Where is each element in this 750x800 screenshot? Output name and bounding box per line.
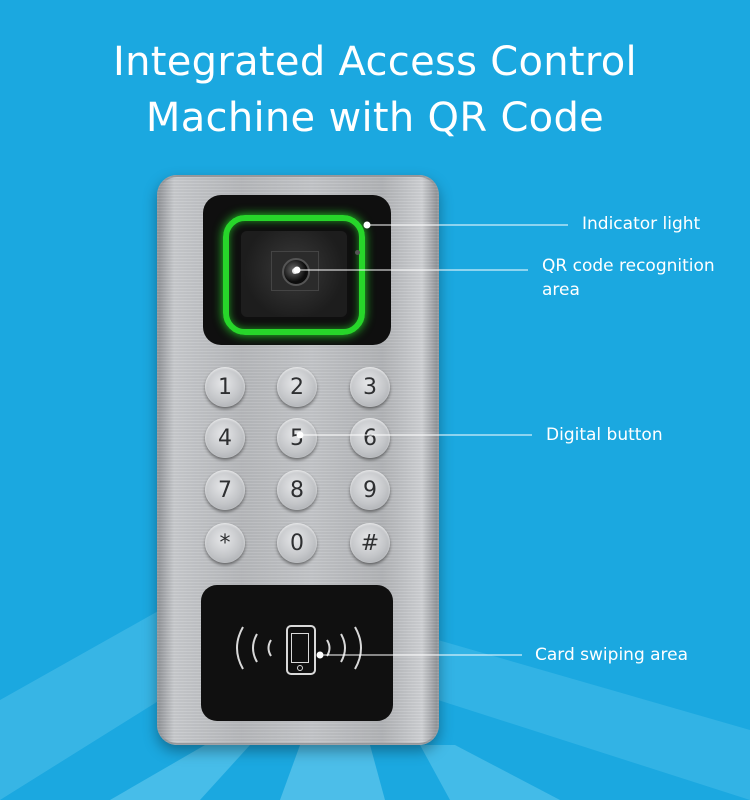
key-5[interactable]: 5 xyxy=(277,418,317,458)
keypad: 1 2 3 4 5 6 7 8 9 * 0 # xyxy=(157,175,439,745)
key-1[interactable]: 1 xyxy=(205,367,245,407)
camera-lens-icon xyxy=(282,258,310,286)
key-hash[interactable]: # xyxy=(350,523,390,563)
key-4[interactable]: 4 xyxy=(205,418,245,458)
key-9[interactable]: 9 xyxy=(350,470,390,510)
key-6[interactable]: 6 xyxy=(350,418,390,458)
key-star[interactable]: * xyxy=(205,523,245,563)
label-card-swiping-area: Card swiping area xyxy=(535,645,689,665)
key-3[interactable]: 3 xyxy=(350,367,390,407)
label-digital-button: Digital button xyxy=(546,425,663,445)
card-swiping-panel[interactable] xyxy=(201,585,393,721)
nfc-phone-icon xyxy=(286,625,316,675)
label-indicator-light: Indicator light xyxy=(582,214,701,234)
nfc-waves-icon xyxy=(236,626,362,670)
title-line-1: Integrated Access Control xyxy=(113,39,637,85)
key-8[interactable]: 8 xyxy=(277,470,317,510)
key-0[interactable]: 0 xyxy=(277,523,317,563)
page-title: Integrated Access Control Machine with Q… xyxy=(0,34,750,146)
key-2[interactable]: 2 xyxy=(277,367,317,407)
status-led-dot xyxy=(355,250,360,255)
phone-home-button xyxy=(297,665,303,671)
title-line-2: Machine with QR Code xyxy=(145,95,605,141)
access-control-device: 1 2 3 4 5 6 7 8 9 * 0 # xyxy=(157,175,439,745)
key-7[interactable]: 7 xyxy=(205,470,245,510)
indicator-light-ring xyxy=(223,215,365,335)
label-qr-area-line1: QR code recognition xyxy=(542,256,715,276)
phone-screen xyxy=(291,633,309,663)
label-qr-area-line2: area xyxy=(542,280,580,300)
qr-recognition-window xyxy=(241,231,347,317)
